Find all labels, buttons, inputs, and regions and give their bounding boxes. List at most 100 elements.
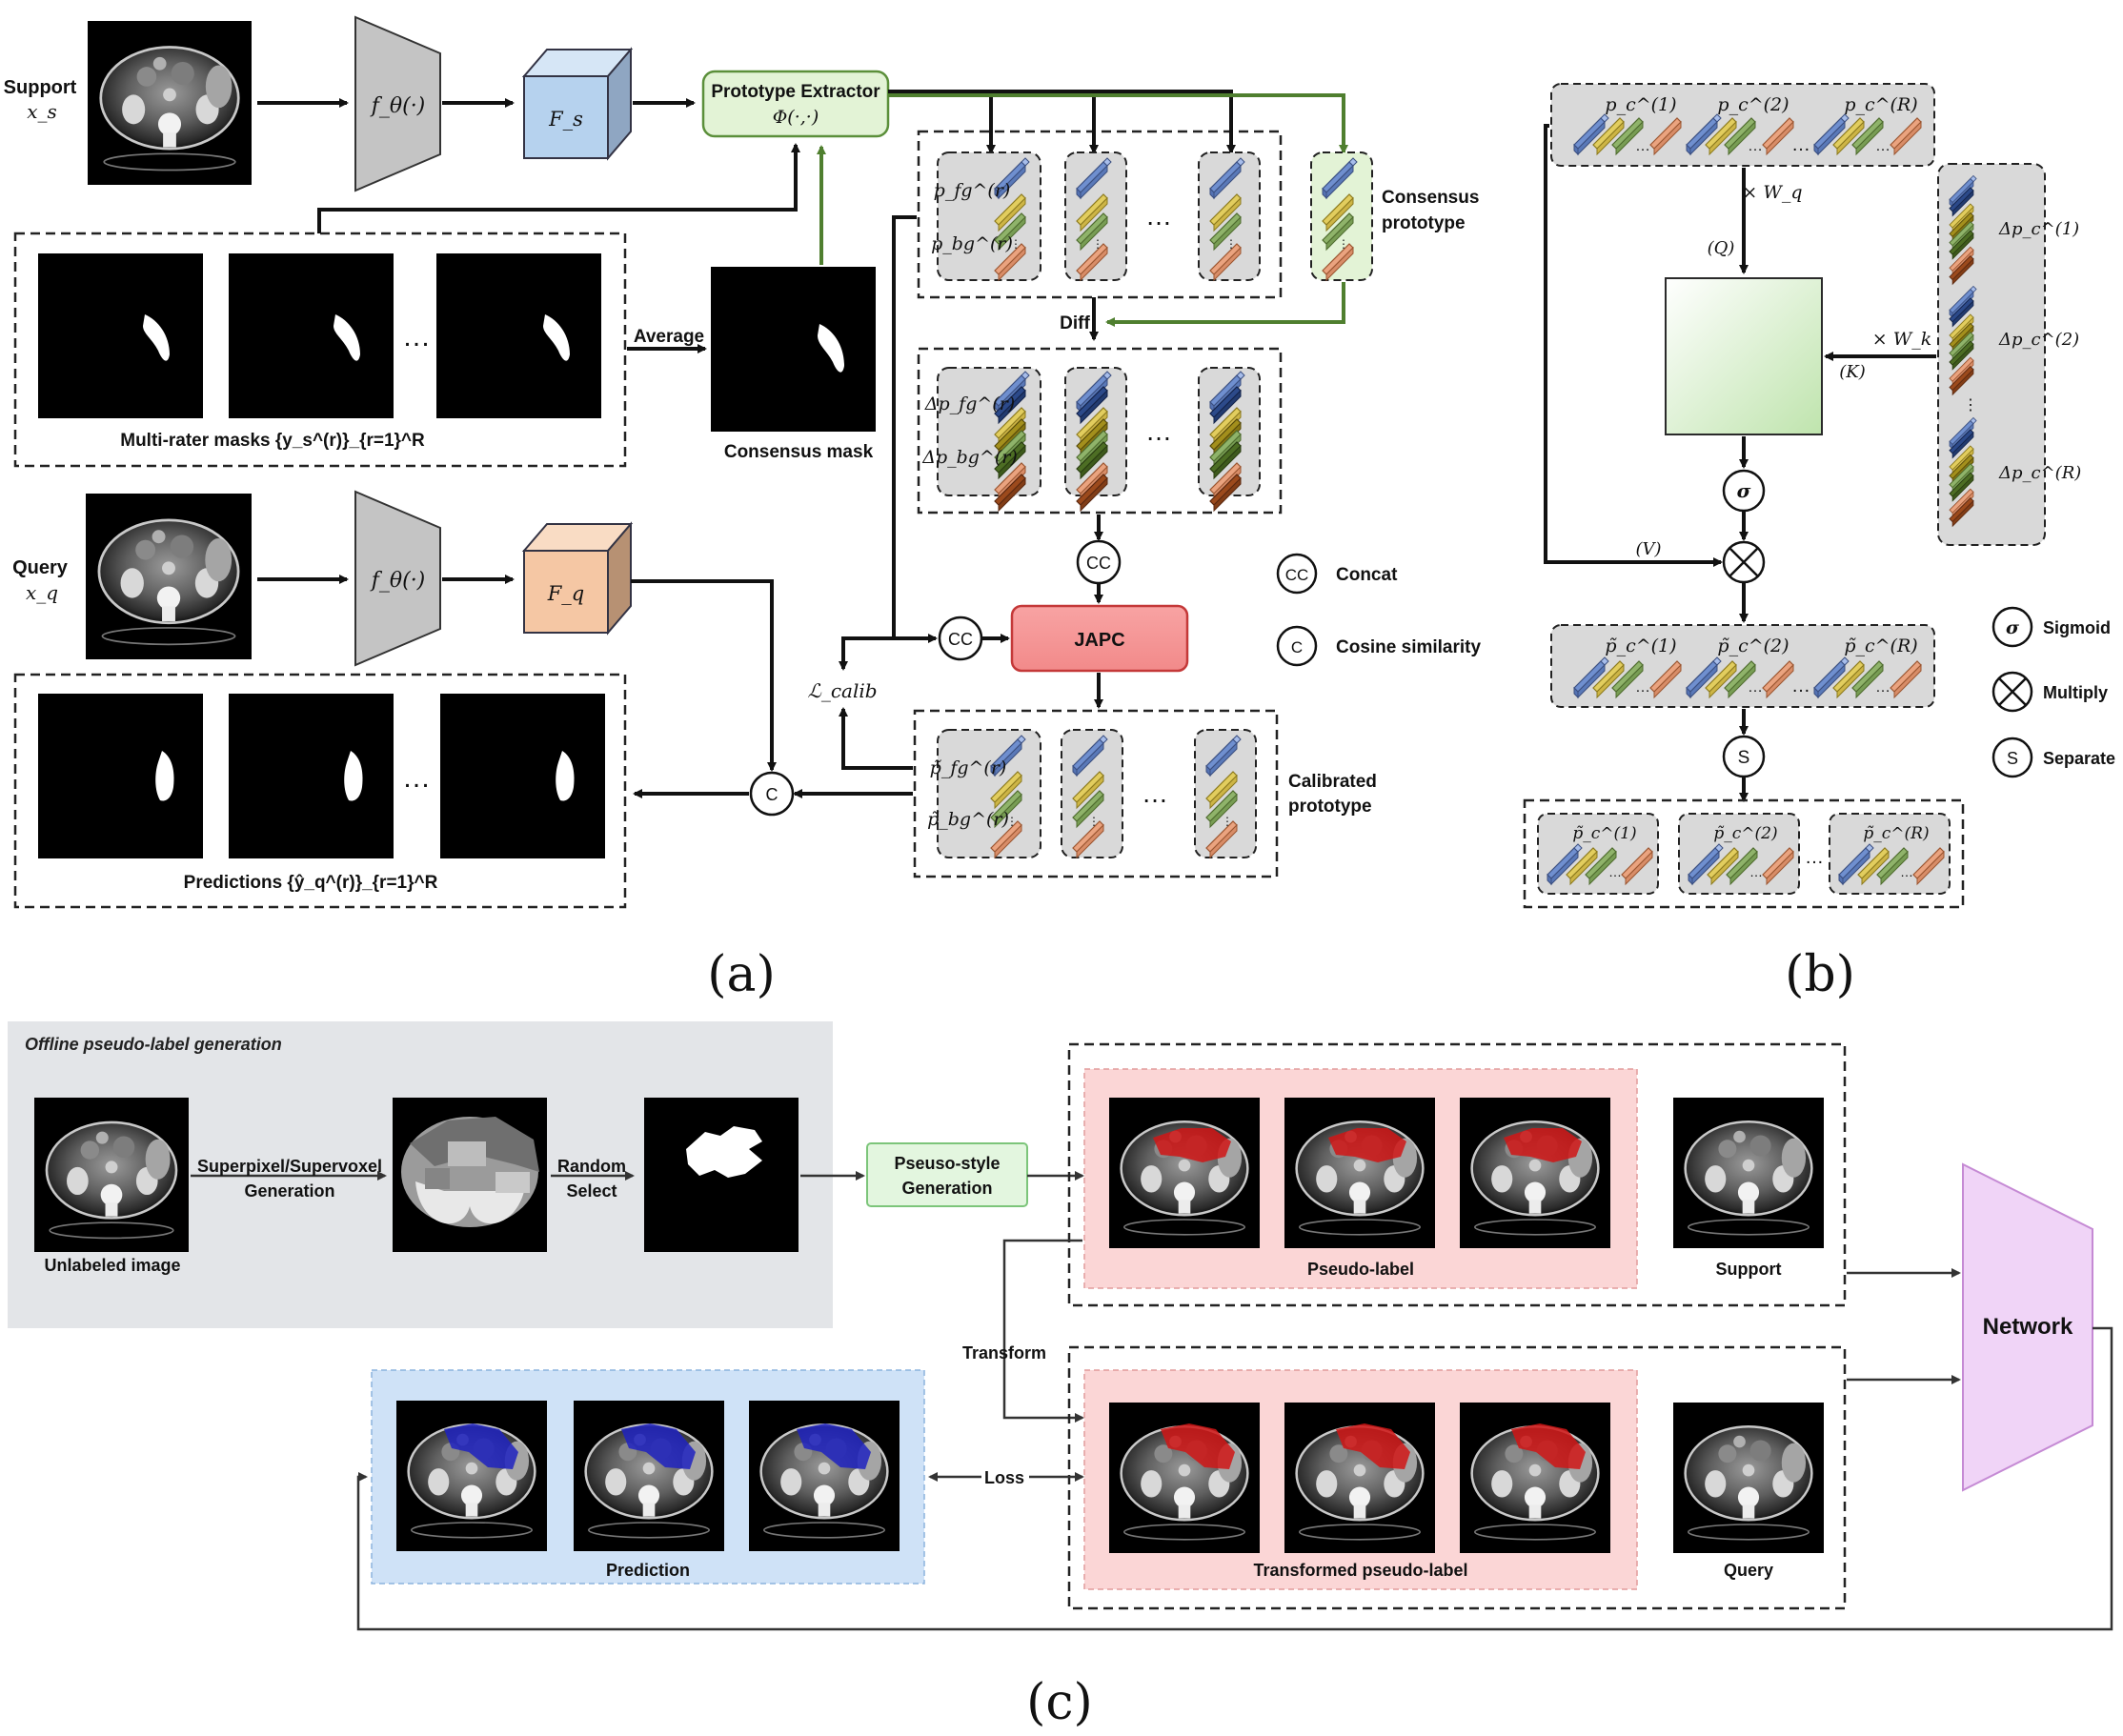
superpixel-label-2: Generation <box>244 1181 334 1201</box>
panel-c-letter: (c) <box>1026 1674 1093 1731</box>
prediction-image-2 <box>572 1399 726 1553</box>
unlabeled-caption: Unlabeled image <box>44 1256 180 1275</box>
predictions-ellipsis: … <box>402 762 431 794</box>
prediction-caption: Prediction <box>606 1561 690 1580</box>
svg-text:…: … <box>1791 134 1810 155</box>
arrow-value-path <box>1544 124 1723 567</box>
concat-node-left-symbol: CC <box>948 630 973 649</box>
diff-label: Diff <box>1060 313 1090 333</box>
svg-text:⋮: ⋮ <box>1963 397 1978 414</box>
delta-label-2: Δp_c^(2) <box>1998 330 2079 350</box>
support-encoder-label: f_θ(·) <box>370 94 426 118</box>
svg-text:…: … <box>1635 138 1650 154</box>
loss-label-bg <box>981 1465 1029 1488</box>
separated-ellipsis: … <box>1805 847 1824 868</box>
legend-concat-symbol-text: CC <box>1285 566 1309 584</box>
calib-fg-label: p̃_fg^(r) <box>930 757 1007 778</box>
svg-text:…: … <box>1875 679 1890 696</box>
concat-node-top <box>1076 539 1122 585</box>
calibrated-label-1: p̃_c^(1) <box>1605 636 1676 656</box>
svg-text:…: … <box>1875 138 1890 154</box>
superpixel-label-1: Superpixel/Supervoxel <box>197 1157 382 1176</box>
predictions-caption: Predictions {ŷ_q^(r)}_{r=1}^R <box>184 873 438 893</box>
loss-label: Loss <box>984 1468 1024 1487</box>
pseudo-label-image-2 <box>1283 1096 1437 1250</box>
transformed-image-3 <box>1458 1401 1612 1555</box>
proto-bg-label: p_bg^(r) <box>931 233 1013 254</box>
pseudo-label-image-1 <box>1107 1096 1262 1250</box>
fs-label: F_s <box>548 108 583 131</box>
attention-block <box>1665 277 1823 435</box>
cosine-node-symbol: C <box>766 785 778 804</box>
separate-node <box>1722 735 1766 778</box>
delta-fg-label: Δp_fg^(r) <box>924 394 1015 414</box>
prediction-image-1 <box>394 1399 549 1553</box>
transform-label: Transform <box>962 1343 1046 1363</box>
proto-label-1: p_c^(1) <box>1605 94 1676 115</box>
panel-a-letter: (a) <box>707 946 776 1003</box>
concat-node-left <box>938 616 983 661</box>
separated-label-r: p̃_c^(R) <box>1863 824 1929 843</box>
japc-box <box>1010 604 1189 673</box>
cosine-node <box>749 771 795 817</box>
arrow-fq-cosine <box>631 579 777 772</box>
svg-text:…: … <box>1900 864 1913 879</box>
consensus-mask-caption: Consensus mask <box>724 442 874 462</box>
separate-node-symbol: S <box>1738 748 1750 768</box>
legend-multiply-symbol <box>1992 671 2033 713</box>
separated-label-1: p̃_c^(1) <box>1572 824 1636 843</box>
sigmoid-node <box>1722 469 1766 513</box>
legend-cosine-label: Cosine similarity <box>1336 637 1481 657</box>
svg-text:…: … <box>1635 679 1650 696</box>
concat-node-top-symbol: CC <box>1086 554 1111 573</box>
calibrated-label-1: Calibrated <box>1288 772 1377 792</box>
pseudo-style-label-2: Generation <box>901 1179 992 1198</box>
query-label: Query <box>12 557 69 578</box>
delta-ellipsis: … <box>1145 416 1172 446</box>
separated-bars-2: … <box>1688 843 1794 885</box>
prediction-rater-r <box>440 694 605 858</box>
consensus-mask <box>711 267 876 432</box>
calibrated-label-2: prototype <box>1288 797 1372 817</box>
transformed-image-2 <box>1283 1401 1437 1555</box>
proto-label-r: p_c^(R) <box>1844 94 1917 115</box>
network-block <box>1962 1162 2093 1492</box>
k-label: (K) <box>1839 362 1866 382</box>
prediction-rater-1 <box>38 694 203 858</box>
query-encoder-trapezoid <box>354 490 441 667</box>
offline-title: Offline pseudo-label generation <box>25 1035 282 1054</box>
average-label: Average <box>634 327 704 347</box>
query-ct-image <box>84 492 253 661</box>
query-image <box>1671 1401 1826 1555</box>
delta-group <box>917 347 1283 515</box>
legend-multiply-label: Multiply <box>2043 683 2108 702</box>
consensus-prototype-label-1: Consensus <box>1382 188 1479 208</box>
superpixel-image <box>393 1098 547 1252</box>
arrow-masks-to-extractor <box>317 143 800 233</box>
legend-cosine-symbol <box>1276 625 1318 667</box>
proto-ellipsis: … <box>1145 201 1172 231</box>
wq-label: × W_q <box>1742 182 1802 203</box>
transformed-image-1 <box>1107 1401 1262 1555</box>
pseudo-style-label-1: Pseuso-style <box>894 1154 1000 1173</box>
network-label: Network <box>1983 1314 2073 1340</box>
mask-rater-1 <box>38 253 203 418</box>
calibrated-label-2: p̃_c^(2) <box>1717 636 1789 656</box>
legend-separate-symbol-text: S <box>2007 749 2018 768</box>
calib-bg-label: p̃_bg^(r) <box>927 809 1009 830</box>
separated-bars-1: … <box>1547 843 1653 885</box>
prototype-extractor-sub: Φ(·,·) <box>773 107 819 128</box>
multiply-node <box>1722 540 1766 584</box>
legend-sigmoid-symbol <box>1992 606 2033 648</box>
svg-text:…: … <box>1608 864 1622 879</box>
panel-b-letter: (b) <box>1785 946 1855 1003</box>
prototype-row-bars: … … … … <box>1573 113 1922 155</box>
transformed-caption: Transformed pseudo-label <box>1253 1561 1467 1580</box>
japc-label: JAPC <box>1074 630 1124 651</box>
legend-separate-label: Separate <box>2043 749 2115 768</box>
arrow-consensus-diff <box>1105 282 1345 327</box>
prediction-image-3 <box>747 1399 901 1553</box>
support-image <box>1671 1096 1826 1250</box>
delta-column-bars: ⋮ <box>1950 175 1978 526</box>
